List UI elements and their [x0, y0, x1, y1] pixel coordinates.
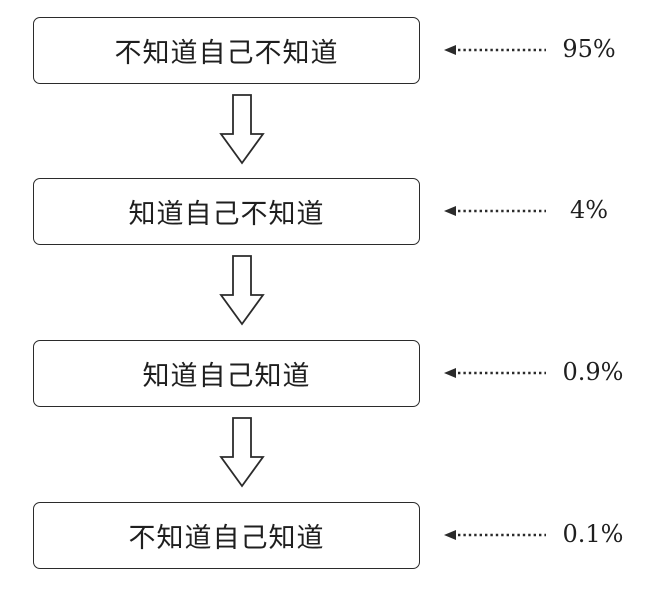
dotted-left-arrow-icon	[444, 45, 546, 55]
dotted-left-arrow-icon	[444, 368, 546, 378]
stage-percent-2: 4%	[569, 196, 609, 224]
hollow-down-arrow-icon	[219, 94, 265, 165]
stage-label-3: 知道自己知道	[142, 361, 311, 392]
hollow-down-arrow-icon	[219, 417, 265, 488]
stage-label-2: 知道自己不知道	[128, 199, 325, 230]
stage-percent-1: 95%	[562, 35, 616, 63]
stage-box-4: 不知道自己知道	[33, 502, 420, 569]
stage-label-4: 不知道自己知道	[128, 523, 325, 554]
dotted-left-arrow-icon	[444, 206, 546, 216]
stage-box-2: 知道自己不知道	[33, 178, 420, 245]
stage-percent-4: 0.1%	[562, 520, 624, 548]
dotted-left-arrow-icon	[444, 530, 546, 540]
hollow-down-arrow-icon	[219, 255, 265, 326]
stage-box-3: 知道自己知道	[33, 340, 420, 407]
stage-box-1: 不知道自己不知道	[33, 17, 420, 84]
stage-label-1: 不知道自己不知道	[114, 38, 339, 69]
stage-percent-3: 0.9%	[562, 358, 624, 386]
